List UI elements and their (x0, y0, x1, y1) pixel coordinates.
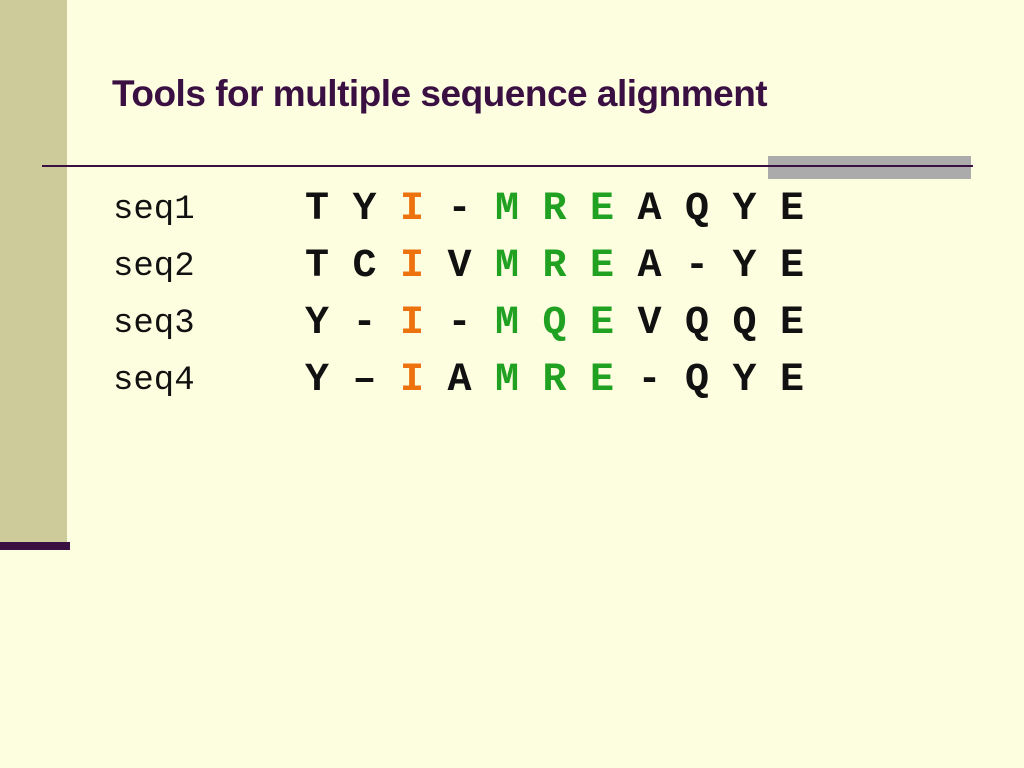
sequence-label: seq3 (113, 304, 195, 343)
residue-cell: Y (732, 187, 757, 232)
residue-cell: I (400, 301, 425, 346)
residue-cell: T (305, 187, 330, 232)
divider-gray-bar (768, 156, 971, 179)
residue-cell: V (447, 244, 472, 289)
residue-cell: Q (685, 358, 710, 403)
residue-cell: I (400, 187, 425, 232)
residue-cell: Y (352, 187, 377, 232)
residue-cell: A (637, 244, 662, 289)
residue-cell: A (637, 187, 662, 232)
residue-cell: Q (685, 187, 710, 232)
residue-cell: E (780, 301, 805, 346)
residue-cell: A (447, 358, 472, 403)
sidebar-accent-bar (0, 542, 70, 550)
residue-cell: V (637, 301, 662, 346)
residue-cell: Q (732, 301, 757, 346)
residue-cell: Y (732, 358, 757, 403)
residue-cell: - (447, 301, 472, 346)
residue-cell: R (542, 187, 567, 232)
residue-cell: M (495, 244, 520, 289)
title-divider-line (42, 165, 973, 167)
residue-cell: I (400, 358, 425, 403)
residue-cell: M (495, 187, 520, 232)
residue-cell: R (542, 358, 567, 403)
residue-cell: I (400, 244, 425, 289)
residue-cell: C (352, 244, 377, 289)
residue-cell: M (495, 358, 520, 403)
residue-cell: - (352, 301, 377, 346)
residue-cell: E (780, 187, 805, 232)
residue-cell: E (780, 244, 805, 289)
residue-cell: - (637, 358, 662, 403)
residue-cell: Q (685, 301, 710, 346)
residue-cell: E (590, 358, 615, 403)
sequence-label: seq2 (113, 247, 195, 286)
sequence-label: seq4 (113, 361, 195, 400)
residue-cell: Y (305, 358, 330, 403)
residue-cell: M (495, 301, 520, 346)
residue-cell: - (447, 187, 472, 232)
residue-cell: E (590, 301, 615, 346)
residue-cell: Q (542, 301, 567, 346)
residue-cell: E (590, 187, 615, 232)
residue-cell: - (685, 244, 710, 289)
residue-cell: Y (305, 301, 330, 346)
residue-cell: R (542, 244, 567, 289)
residue-cell: E (590, 244, 615, 289)
residue-cell: Y (732, 244, 757, 289)
residue-cell: T (305, 244, 330, 289)
left-sidebar-panel (0, 0, 67, 542)
residue-cell: E (780, 358, 805, 403)
slide-title: Tools for multiple sequence alignment (112, 73, 768, 114)
sequence-label: seq1 (113, 190, 195, 229)
residue-cell: – (352, 358, 377, 403)
